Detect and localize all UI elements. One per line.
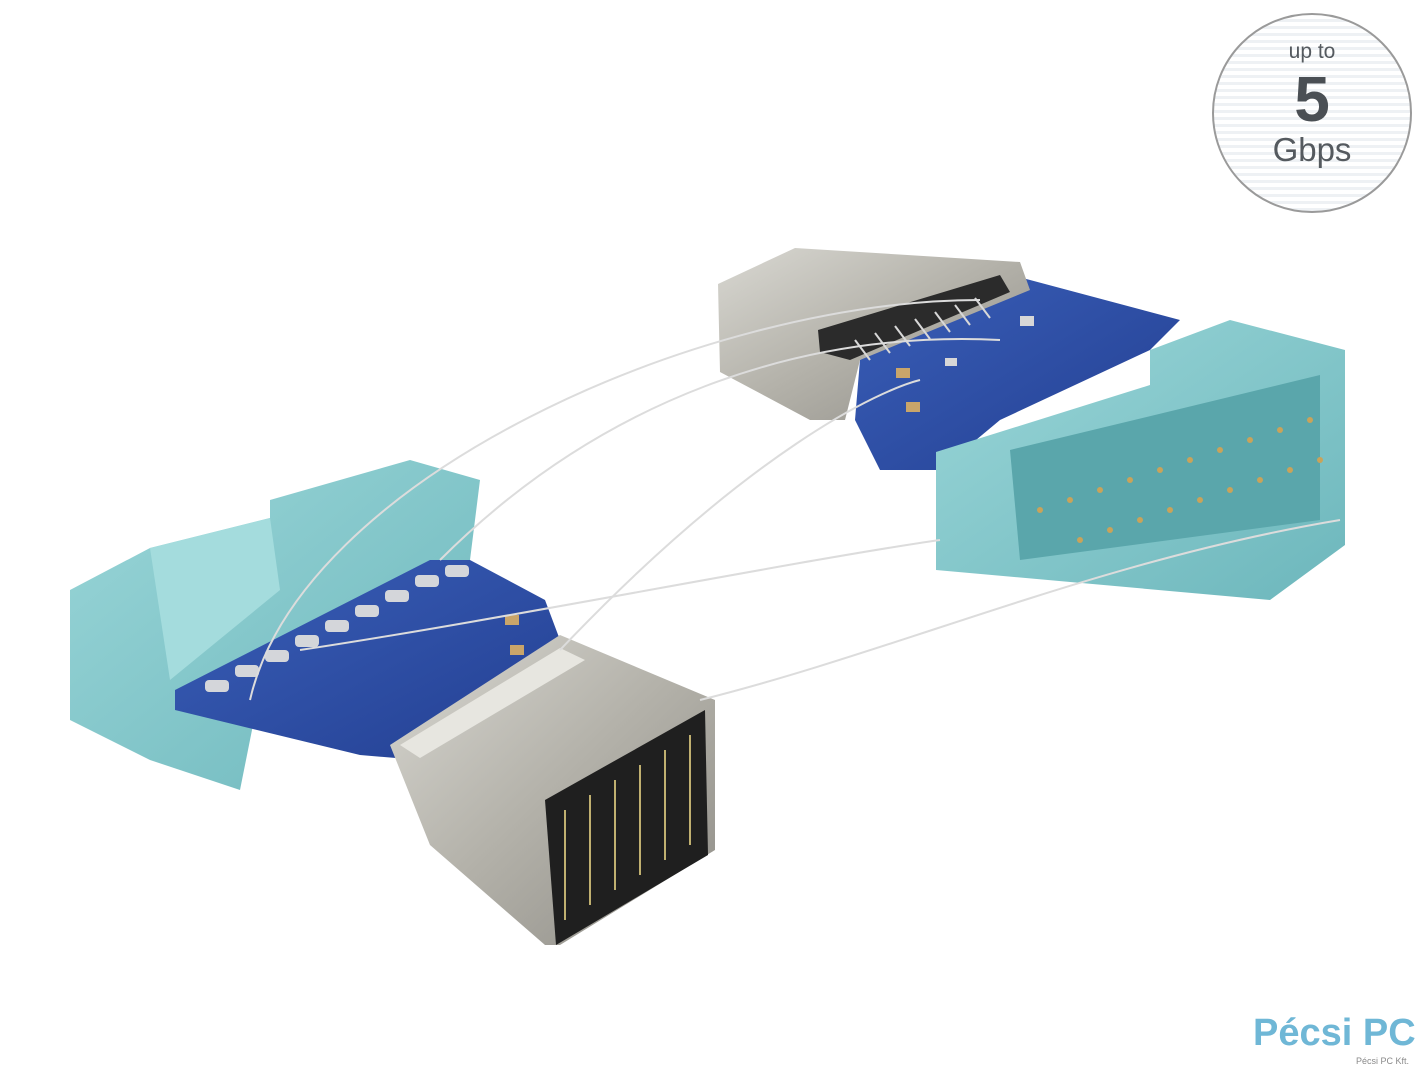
badge-unit: Gbps — [1272, 131, 1352, 168]
badge-value: 5 — [1294, 63, 1330, 135]
right-adapter — [718, 248, 1345, 600]
cable-lines — [249, 299, 1341, 701]
badge-top-text: up to — [1288, 40, 1336, 63]
brand-name: Pécsi PC — [1253, 1012, 1416, 1054]
brand-watermark: Pécsi PC Pécsi PC Kft. — [1253, 1010, 1416, 1070]
speed-badge: up to 5 Gbps — [1212, 13, 1412, 213]
brand-subtitle: Pécsi PC Kft. — [1355, 1056, 1409, 1066]
left-adapter — [70, 460, 715, 945]
